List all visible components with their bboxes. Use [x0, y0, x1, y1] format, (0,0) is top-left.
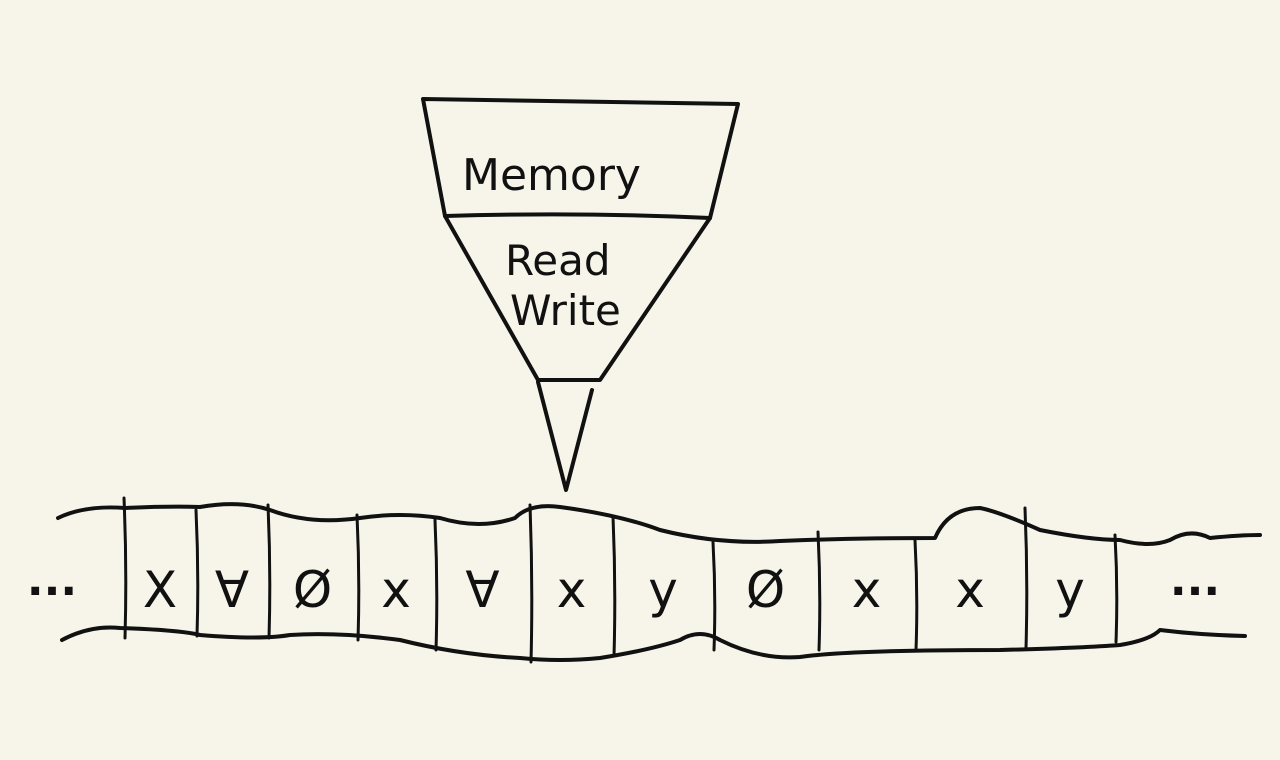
tape-top-edge — [56, 502, 1262, 546]
read-label: Read — [505, 236, 611, 285]
tape-cell-divider — [1023, 506, 1029, 650]
tape-cell-symbol: y — [648, 561, 678, 619]
tape-cell-symbol: x — [955, 561, 985, 619]
tape-cell-divider — [528, 503, 534, 664]
tape-cell-symbol: ∀ — [465, 561, 499, 619]
tape-cell-symbol: x — [852, 561, 882, 619]
tape-cell-divider — [611, 514, 617, 658]
tape — [56, 502, 1262, 662]
tape-cell-divider — [355, 513, 361, 642]
tape-cell-divider — [913, 538, 919, 652]
tape-cell-symbol: x — [557, 561, 587, 619]
tape-left-ellipsis: ... — [27, 555, 77, 606]
tape-cell-divider — [433, 518, 439, 652]
tape-cell-divider — [194, 508, 200, 638]
tape-cell-divider — [816, 530, 822, 652]
tape-cell-divider — [266, 503, 272, 640]
tape-cell-symbol: x — [381, 561, 411, 619]
head-divider-line — [443, 212, 712, 220]
tape-cell-symbol: y — [1055, 561, 1085, 619]
tape-bottom-edge — [60, 625, 1247, 662]
tape-cell-divider — [1113, 533, 1119, 644]
memory-label: Memory — [462, 150, 641, 201]
tape-cell-divider — [711, 540, 717, 652]
tape-cell-symbol: ∀ — [215, 561, 249, 619]
tape-right-ellipsis: ... — [1170, 555, 1220, 606]
tape-cell-dividers — [122, 496, 1119, 664]
tape-cell-symbol: Ø — [293, 561, 332, 619]
tape-cell-symbol: X — [143, 561, 177, 619]
write-label: Write — [510, 286, 621, 335]
tape-cell-symbol: Ø — [746, 561, 785, 619]
tape-cell-divider — [122, 496, 128, 640]
read-write-head: Memory Read Write — [421, 97, 740, 492]
head-nib — [536, 380, 594, 492]
